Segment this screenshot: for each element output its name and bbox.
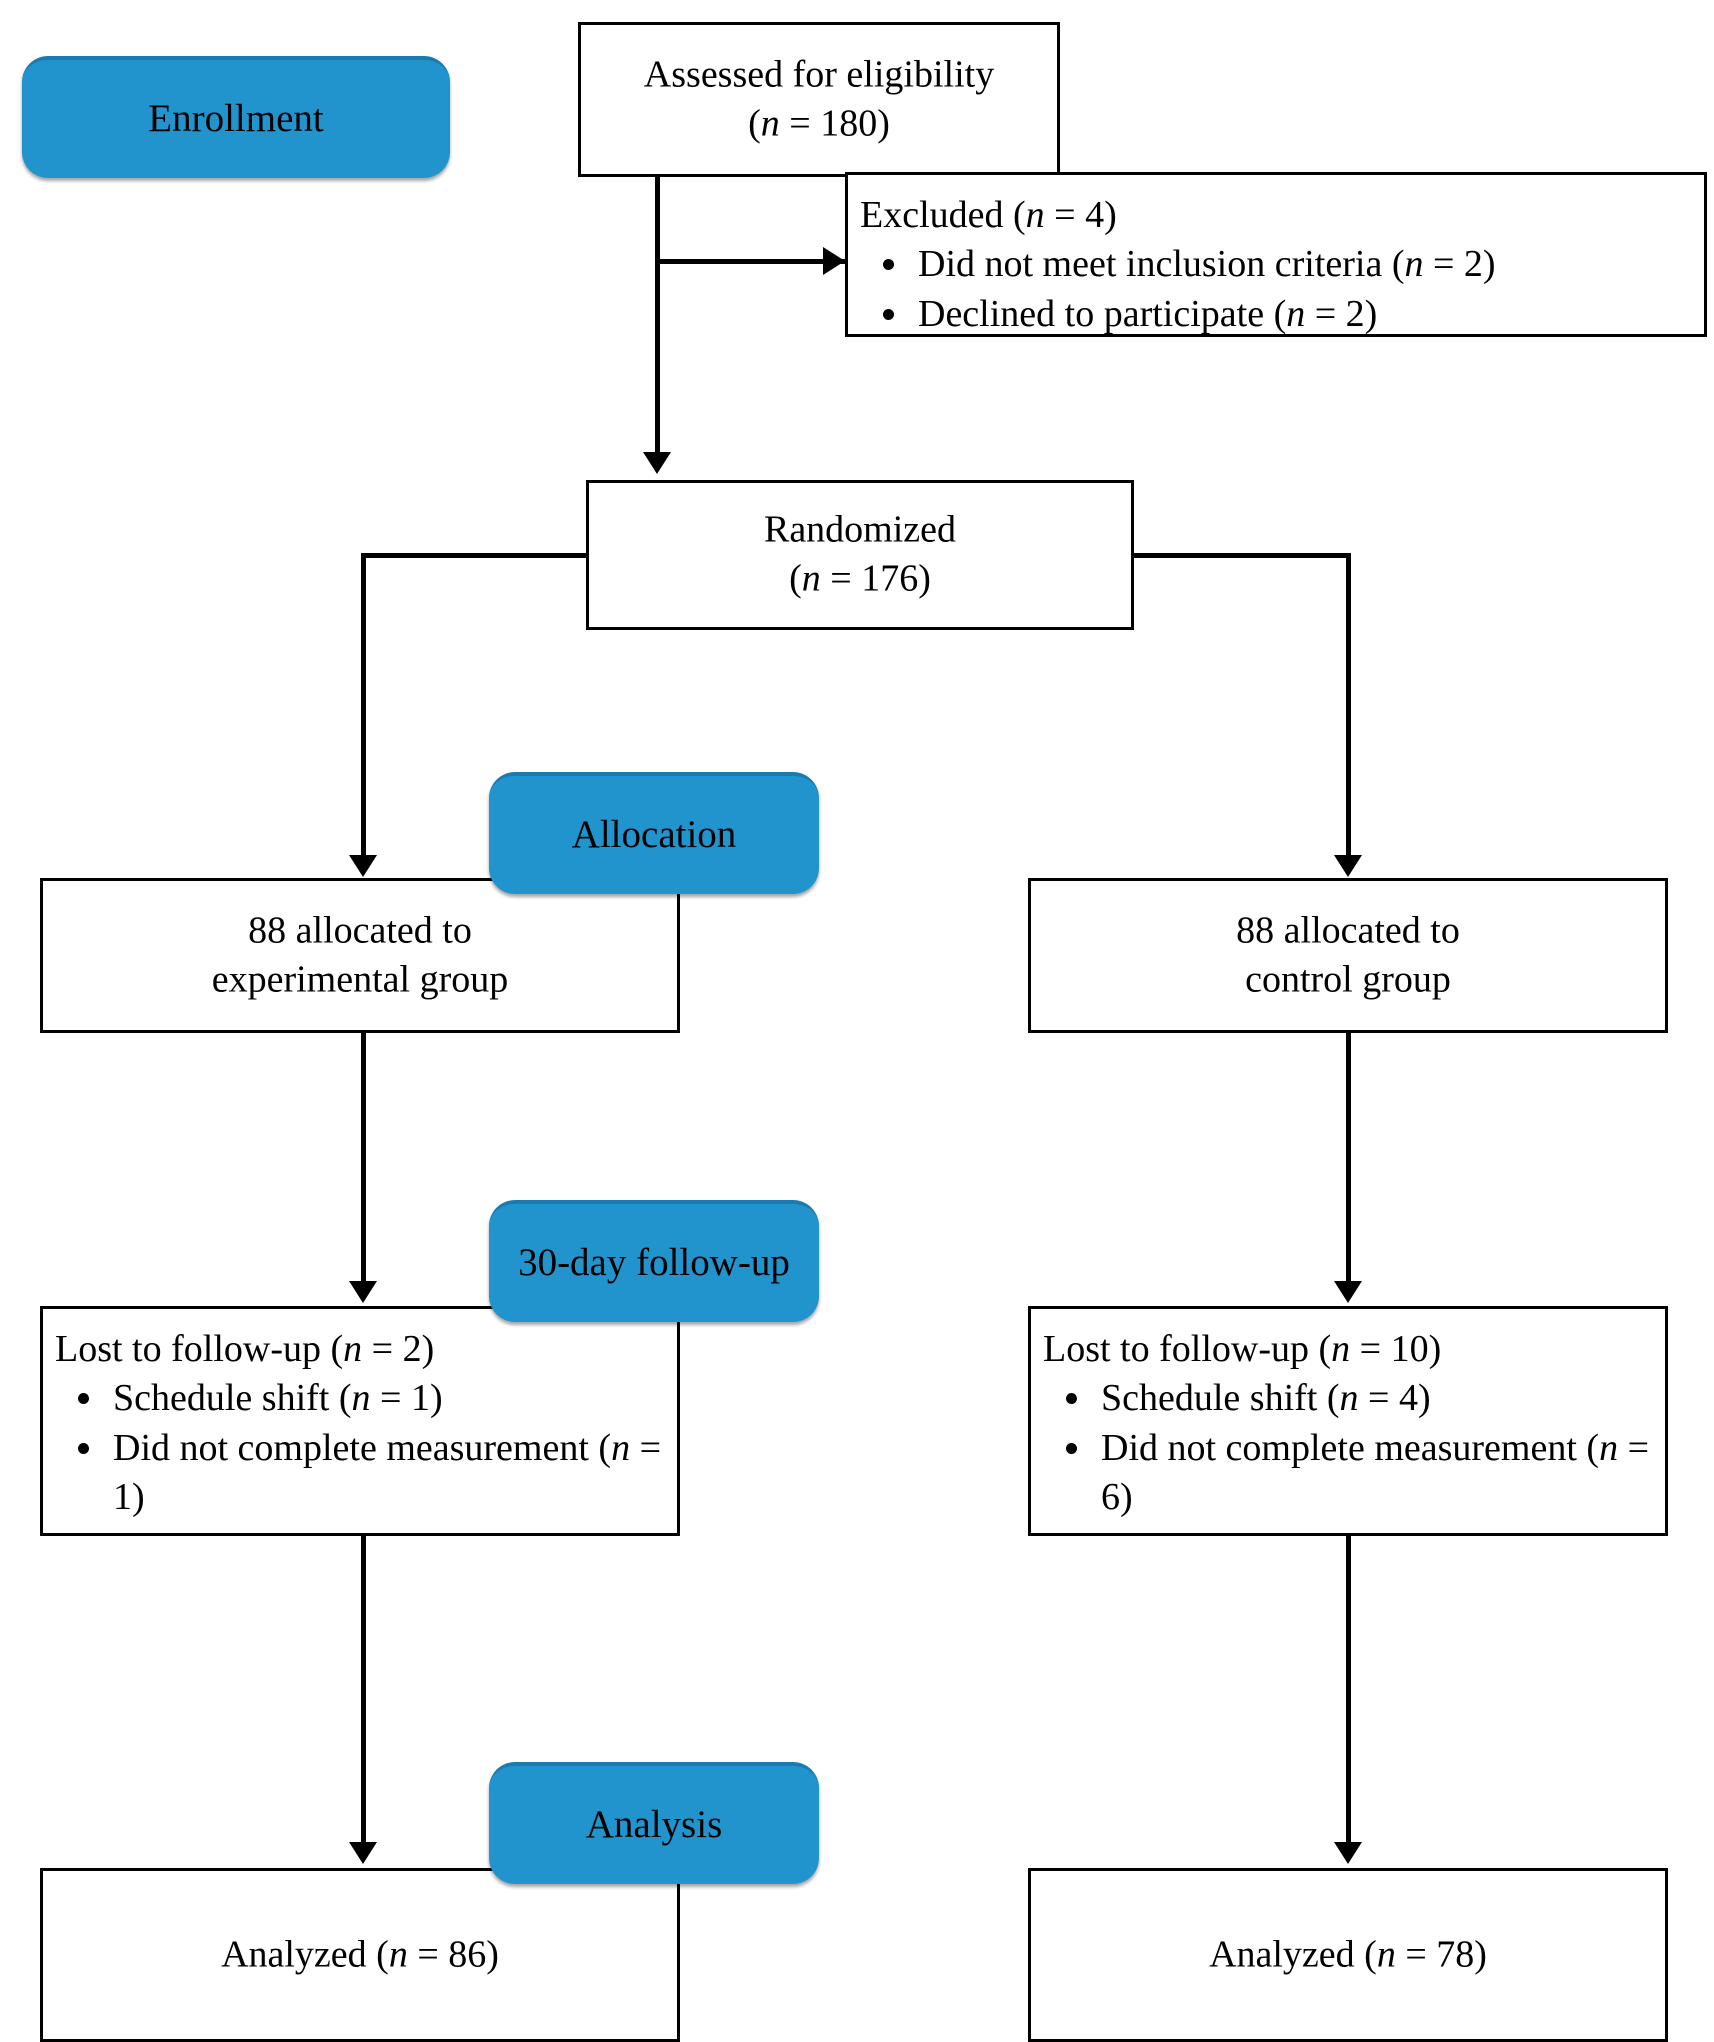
connector-alloc-left-to-followup xyxy=(361,1033,366,1285)
followup-right-bullet-list: Schedule shift (n = 4) Did not complete … xyxy=(1043,1374,1653,1522)
stage-label-allocation: Allocation xyxy=(571,812,737,856)
alloc-left-line1: 88 allocated to xyxy=(248,909,472,952)
connector-randomized-right-arm xyxy=(1123,553,1351,558)
stage-badge-enrollment: Enrollment xyxy=(22,56,450,178)
stage-badge-allocation: Allocation xyxy=(489,772,819,894)
alloc-right-line2: control group xyxy=(1245,958,1451,1001)
connector-assessed-down xyxy=(655,175,660,290)
arrowhead-followup-left xyxy=(349,1281,377,1303)
connector-randomized-left-arm xyxy=(361,553,589,558)
excluded-bullet-1: Declined to participate (n = 2) xyxy=(912,290,1692,339)
followup-left-bullet-list: Schedule shift (n = 1) Did not complete … xyxy=(55,1374,665,1522)
node-lost-followup-experimental: Lost to follow-up (n = 2) Schedule shift… xyxy=(40,1306,680,1536)
assessed-line1: Assessed for eligibility xyxy=(643,53,995,96)
analyzed-left-text: Analyzed (n = 86) xyxy=(221,1933,499,1976)
analyzed-right-text: Analyzed (n = 78) xyxy=(1209,1933,1487,1976)
assessed-line2: (n = 180) xyxy=(748,102,890,145)
followup-left-bullet-0: Schedule shift (n = 1) xyxy=(107,1374,665,1423)
node-randomized: Randomized (n = 176) xyxy=(586,480,1134,630)
randomized-line1: Randomized xyxy=(763,508,957,551)
connector-down-to-randomized xyxy=(655,259,660,456)
excluded-bullet-0: Did not meet inclusion criteria (n = 2) xyxy=(912,240,1692,289)
alloc-right-line1: 88 allocated to xyxy=(1236,909,1460,952)
node-allocated-control: 88 allocated to control group xyxy=(1028,878,1668,1033)
arrowhead-alloc-left xyxy=(349,855,377,877)
connector-to-excluded xyxy=(655,259,845,264)
arrowhead-randomized xyxy=(643,452,671,474)
randomized-line2: (n = 176) xyxy=(789,558,931,600)
node-analyzed-control: Analyzed (n = 78) xyxy=(1028,1868,1668,2042)
node-assessed-for-eligibility: Assessed for eligibility (n = 180) xyxy=(578,22,1060,177)
arrowhead-followup-right xyxy=(1334,1281,1362,1303)
node-allocated-experimental: 88 allocated to experimental group xyxy=(40,878,680,1033)
connector-left-arm-down xyxy=(361,553,366,859)
followup-right-heading: Lost to follow-up (n = 10) xyxy=(1043,1328,1442,1370)
arrowhead-alloc-right xyxy=(1334,855,1362,877)
node-analyzed-experimental: Analyzed (n = 86) xyxy=(40,1868,680,2042)
stage-label-analysis: Analysis xyxy=(585,1802,723,1846)
followup-left-heading: Lost to follow-up (n = 2) xyxy=(55,1328,435,1370)
stage-badge-analysis: Analysis xyxy=(489,1762,819,1884)
followup-right-bullet-0: Schedule shift (n = 4) xyxy=(1095,1374,1653,1423)
node-lost-followup-control: Lost to follow-up (n = 10) Schedule shif… xyxy=(1028,1306,1668,1536)
stage-badge-followup: 30-day follow-up xyxy=(489,1200,819,1322)
node-excluded: Excluded (n = 4) Did not meet inclusion … xyxy=(845,172,1707,337)
arrowhead-to-excluded xyxy=(823,247,845,275)
connector-right-arm-down xyxy=(1346,553,1351,859)
followup-left-bullet-1: Did not complete measurement (n = 1) xyxy=(107,1424,665,1523)
excluded-heading: Excluded (n = 4) xyxy=(860,194,1117,236)
excluded-bullet-list: Did not meet inclusion criteria (n = 2) … xyxy=(860,240,1692,339)
connector-followup-right-to-analysis xyxy=(1346,1534,1351,1846)
stage-label-enrollment: Enrollment xyxy=(148,96,324,140)
arrowhead-analysis-right xyxy=(1334,1842,1362,1864)
followup-right-bullet-1: Did not complete measurement (n = 6) xyxy=(1095,1424,1653,1523)
connector-followup-left-to-analysis xyxy=(361,1534,366,1846)
connector-alloc-right-to-followup xyxy=(1346,1033,1351,1285)
alloc-left-line2: experimental group xyxy=(211,958,509,1001)
arrowhead-analysis-left xyxy=(349,1842,377,1864)
stage-label-followup: 30-day follow-up xyxy=(518,1240,790,1284)
